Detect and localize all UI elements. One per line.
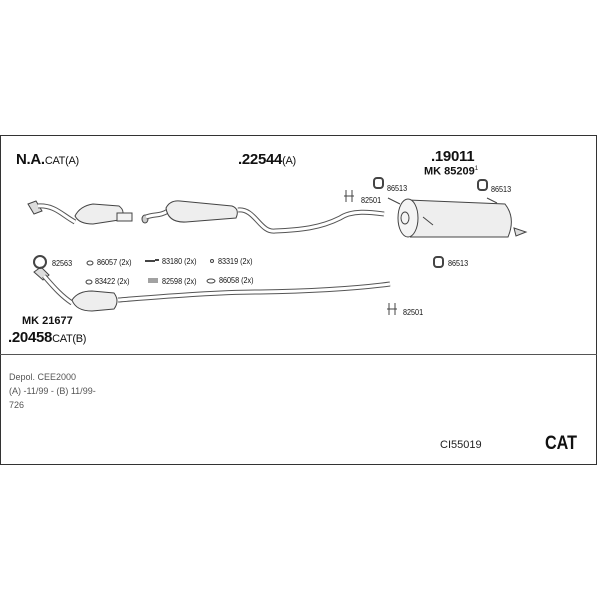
divider [0,354,597,355]
label-cat-a: N.A.CAT(A) [16,151,79,168]
rubber-mount-86513-icon [373,177,384,189]
part-label-83180: 83180 (2x) [162,256,197,266]
bolt-83180-icon [145,259,159,262]
part-label-86513: 86513 [448,258,469,268]
spring-82598-icon [148,278,158,283]
part-label-82563: 82563 [52,258,73,268]
set-code: CI55019 [440,439,482,451]
rear-muffler-drawing [387,197,528,238]
note-line: Depol. CEE2000 [9,372,77,382]
rubber-mount-86513-icon [477,179,488,191]
part-83422-icon [85,279,93,285]
part-label-86058: 86058 (2x) [219,275,254,285]
part-label-86513: 86513 [491,184,512,194]
part-label-83319: 83319 (2x) [218,256,253,266]
part-86057-icon [86,260,94,266]
label-19011: .19011 [431,148,475,165]
clamp-82501-icon [387,303,397,315]
note-line: (A) -11/99 - (B) 11/99- [9,386,96,396]
label-mk-85209: MK 852091 [424,165,479,178]
middle-muffler-drawing [141,200,385,234]
part-label-82501: 82501 [361,195,382,205]
diagram-frame [0,135,597,465]
rubber-mount-86513-icon [433,256,444,268]
note-line: 726 [9,400,25,410]
part-label-86057: 86057 (2x) [97,257,132,267]
label-22544: .22544(A) [238,151,296,168]
label-mk-21677: MK 21677 [22,315,73,327]
type-label: CAT [545,433,577,454]
part-label-82598: 82598 (2x) [162,276,197,286]
catalyst-b-drawing [33,266,391,312]
gasket-82563-icon [33,255,47,269]
part-label-86513: 86513 [387,183,408,193]
ring-86058-icon [206,278,216,284]
label-cat-b: .20458CAT(B) [8,329,87,346]
clamp-82501-icon [344,190,354,202]
part-label-82501: 82501 [403,307,424,317]
nut-83319-icon [210,259,214,263]
part-label-83422: 83422 (2x) [95,276,130,286]
catalyst-a-drawing [27,200,133,225]
